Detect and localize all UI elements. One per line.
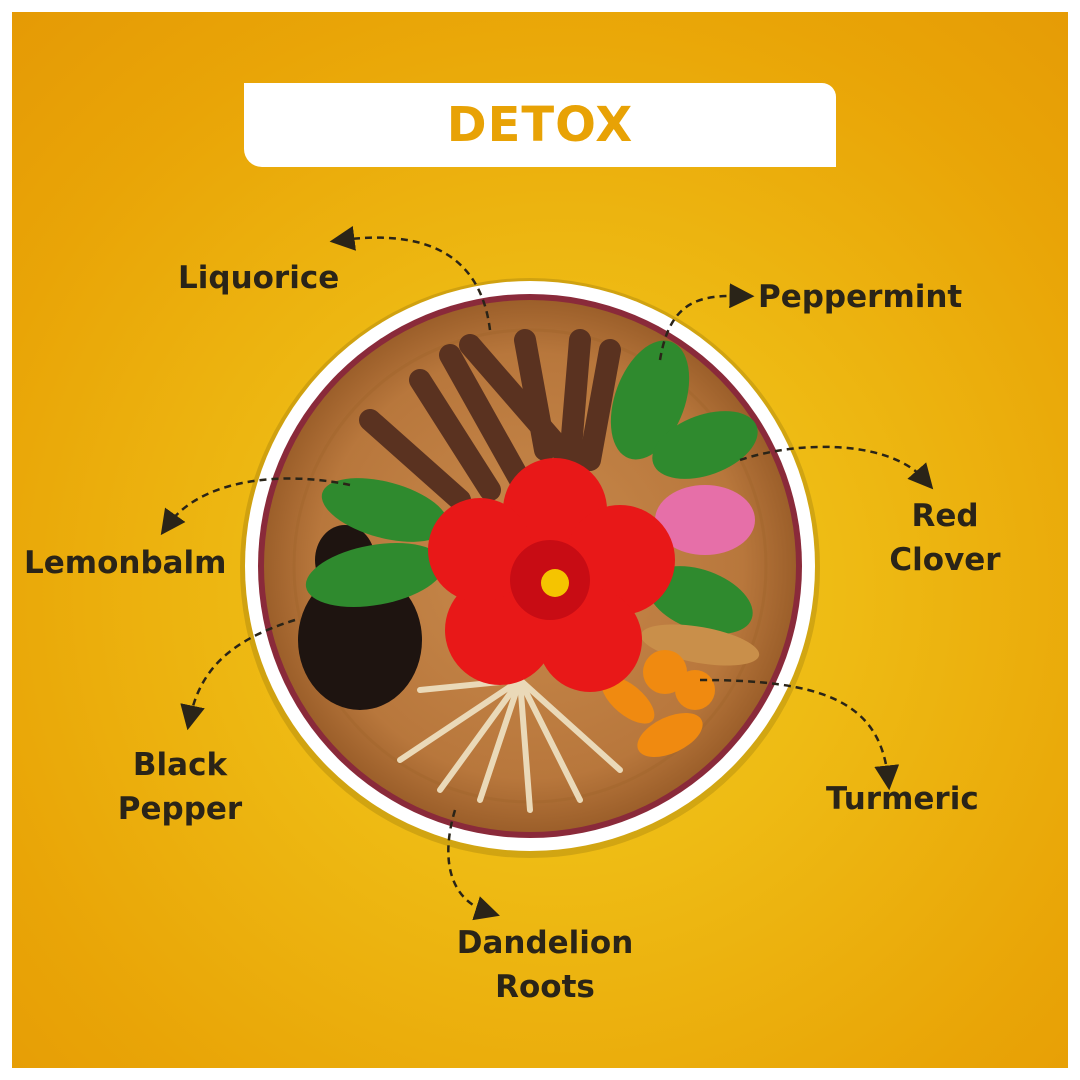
page-title: DETOX [446, 97, 634, 153]
dandelion-roots [397, 677, 623, 813]
label-dandelion-roots: Dandelion Roots [456, 925, 634, 1005]
hibiscus-flower [428, 458, 675, 692]
label-black-pepper: Black Pepper [117, 747, 243, 827]
label-peppermint: Peppermint [758, 279, 963, 315]
label-turmeric: Turmeric [826, 781, 979, 817]
leaves [305, 340, 758, 634]
liquorice-sticks [359, 329, 621, 511]
connector-arrows [160, 226, 934, 921]
label-red-clover: Red Clover [889, 498, 1001, 578]
label-lemonbalm: Lemonbalm [24, 545, 227, 581]
red-clover-flower [655, 485, 755, 555]
label-liquorice: Liquorice [178, 260, 340, 296]
turmeric-roots [601, 624, 760, 758]
title-banner: DETOX [244, 83, 836, 167]
